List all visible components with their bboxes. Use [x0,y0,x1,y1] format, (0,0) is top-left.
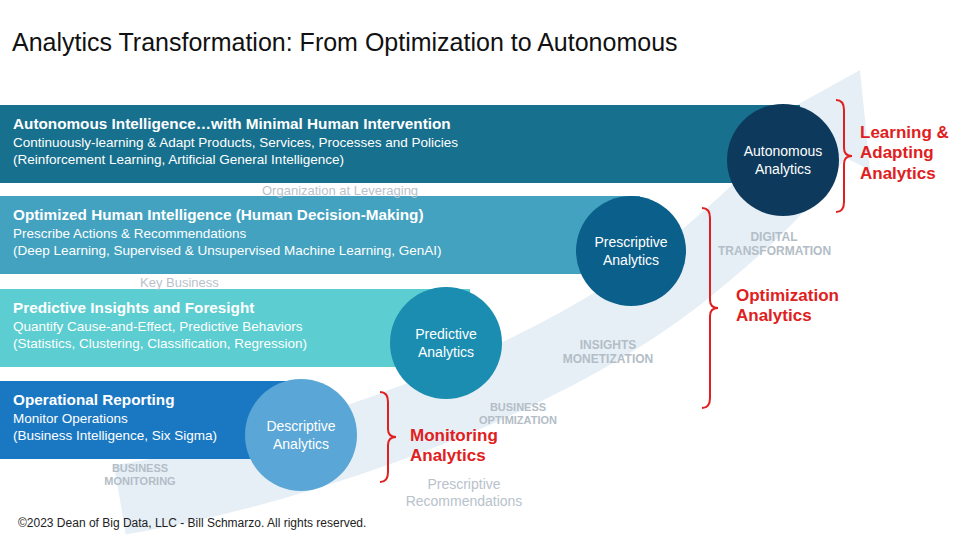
analytics-band: Optimized Human Intelligence (Human Deci… [0,196,640,274]
group-label: Optimization Analytics [736,286,854,327]
circle-label: Predictive Analytics [397,325,495,361]
bracket [702,208,718,408]
circle-label: Descriptive Analytics [252,417,350,453]
analytics-circle: Descriptive Analytics [245,379,357,491]
analytics-circle: Prescriptive Analytics [576,196,686,306]
group-label: Learning & Adapting Analytics [860,123,956,184]
band-text: Prescribe Actions & Recommendations [13,225,570,243]
circle-label: Autonomous Analytics [734,142,832,178]
watermark-label: Prescriptive Recommendations [398,476,530,510]
band-text: (Reinforcement Learning, Artificial Gene… [13,151,721,169]
band-heading: Operational Reporting [13,390,239,410]
analytics-circle: Predictive Analytics [390,287,502,399]
circle-label: Prescriptive Analytics [583,233,679,269]
group-label: Monitoring Analytics [410,426,514,467]
watermark-label: DIGITAL TRANSFORMATION [718,230,830,259]
watermark-label: Key Business [140,275,260,291]
band-text: Continuously-learning & Adapt Products, … [13,134,721,152]
bracket [380,392,396,482]
band-text: Monitor Operations [13,410,239,428]
band-text: Quantify Cause-and-Effect, Predictive Be… [13,318,384,336]
band-heading: Autonomous Intelligence…with Minimal Hum… [13,114,721,134]
watermark-label: INSIGHTS MONETIZATION [556,338,660,367]
band-heading: Predictive Insights and Foresight [13,298,384,318]
watermark-label: Organization at Leveraging [262,183,482,199]
analytics-circle: Autonomous Analytics [727,104,839,216]
diagram-title: Analytics Transformation: From Optimizat… [12,28,678,57]
copyright-caption: ©2023 Dean of Big Data, LLC - Bill Schma… [18,516,366,530]
band-heading: Optimized Human Intelligence (Human Deci… [13,205,570,225]
band-text: (Deep Learning, Supervised & Unsupervise… [13,242,570,260]
band-text: (Business Intelligence, Six Sigma) [13,427,239,445]
analytics-band: Autonomous Intelligence…with Minimal Hum… [0,105,800,183]
band-text: (Statistics, Clustering, Classification,… [13,335,384,353]
watermark-label: BUSINESS OPTIMIZATION [468,401,568,427]
watermark-label: BUSINESS MONITORING [90,462,190,488]
